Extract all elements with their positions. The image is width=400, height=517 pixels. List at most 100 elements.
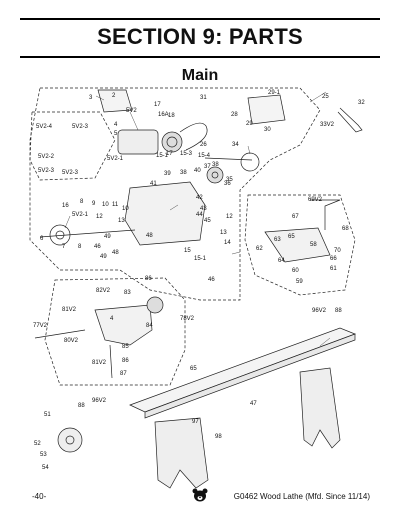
callout-label: 17 xyxy=(154,102,161,108)
callout-label: 54 xyxy=(42,465,49,471)
speed-bracket xyxy=(247,94,286,125)
callout-label: 38 xyxy=(212,162,219,168)
callout-label: 15-4 xyxy=(198,153,211,159)
callout-label: 97 xyxy=(192,419,199,425)
callout-label: 44 xyxy=(196,212,203,218)
callout-label: 59 xyxy=(296,279,303,285)
right-leg xyxy=(299,367,341,449)
callout-label: 51 xyxy=(44,412,51,418)
callout-label: 46 xyxy=(94,244,101,250)
callout-label: 16A xyxy=(158,112,169,118)
callout-label: 15-1 xyxy=(156,153,169,159)
callout-label: 13 xyxy=(220,230,227,236)
callout-label: 30 xyxy=(264,127,271,133)
model-info: G0462 Wood Lathe (Mfd. Since 11/14) xyxy=(233,492,370,501)
callout-label: 5 xyxy=(114,131,118,137)
tool-rest xyxy=(310,199,341,230)
callout-label: 31 xyxy=(200,95,207,101)
bear-logo-icon xyxy=(192,488,208,502)
callout-label: 52 xyxy=(34,441,41,447)
top-rule xyxy=(20,18,380,20)
callout-label: 2 xyxy=(112,93,116,99)
callout-label: 28 xyxy=(231,112,238,118)
callout-label: 46 xyxy=(208,277,215,283)
callout-label: 8 xyxy=(80,199,84,205)
callout-label: 83 xyxy=(124,290,131,296)
callout-label: 5V2-3 xyxy=(38,168,55,174)
callout-label: 86 xyxy=(145,276,152,282)
callout-label: 5V2-3 xyxy=(62,170,79,176)
callout-label: 65 xyxy=(190,366,197,372)
callout-label: 15-3 xyxy=(180,151,193,157)
callout-label: 26 xyxy=(200,142,207,148)
callout-label: 5V2-3 xyxy=(72,124,89,130)
callout-label: 96V2 xyxy=(312,308,327,314)
banjo-gear xyxy=(146,296,164,314)
callout-label: 84 xyxy=(146,323,153,329)
callout-label: 38 xyxy=(180,170,187,176)
callout-label: 88 xyxy=(335,308,342,314)
callout-label: 10 xyxy=(102,202,109,208)
callout-label: 78V2 xyxy=(180,316,195,322)
headstock xyxy=(124,181,206,246)
callout-label: 62 xyxy=(256,246,263,252)
callout-label: 8 xyxy=(78,244,82,250)
banjo xyxy=(94,304,153,346)
callout-label: 48 xyxy=(112,250,119,256)
callout-label: 48 xyxy=(146,233,153,239)
callout-label: 18 xyxy=(168,113,175,119)
callout-label: 67 xyxy=(292,214,299,220)
callout-label: 12 xyxy=(226,214,233,220)
callout-label: 61 xyxy=(330,266,337,272)
callout-label: 25 xyxy=(322,94,329,100)
callout-label: 29-1 xyxy=(268,90,281,96)
callout-label: 36 xyxy=(224,181,231,187)
callout-label: 88 xyxy=(78,403,85,409)
callout-label: 68 xyxy=(342,226,349,232)
diagram-title: Main xyxy=(181,67,219,84)
callout-label: 85 xyxy=(122,344,129,350)
motor-body xyxy=(117,129,159,155)
callout-label: 81V2 xyxy=(62,307,77,313)
tailstock-body xyxy=(264,227,331,263)
callout-label: 42 xyxy=(196,195,203,201)
callout-label: 64 xyxy=(278,258,285,264)
callout-label: 32 xyxy=(358,100,365,106)
callout-label: 34 xyxy=(232,142,239,148)
callout-label: 53 xyxy=(40,452,47,458)
callout-label: 15-1 xyxy=(194,256,207,262)
wrench xyxy=(337,107,363,133)
headstock-pulley xyxy=(206,166,224,184)
callout-label: 40 xyxy=(194,168,201,174)
title-rule xyxy=(20,56,380,58)
callout-label: 4 xyxy=(110,316,114,322)
banjo-lever xyxy=(34,329,86,339)
callout-label: 5V2-1 xyxy=(107,156,124,162)
callout-label: 12 xyxy=(96,214,103,220)
callout-label: 37 xyxy=(204,164,211,170)
motor-pulley xyxy=(161,131,183,153)
callout-label: 9 xyxy=(92,201,96,207)
callout-label: 77V2 xyxy=(33,323,48,329)
callout-label: 96V2 xyxy=(92,398,107,404)
tailstock-group-outline xyxy=(244,194,356,296)
callout-label: 41 xyxy=(150,181,157,187)
drive-shaft xyxy=(39,229,136,238)
callout-label: 10 xyxy=(122,206,129,212)
callout-label: 81V2 xyxy=(92,360,107,366)
motor-cover xyxy=(97,89,133,113)
callout-label: 43 xyxy=(200,206,207,212)
callout-label: 16 xyxy=(62,203,69,209)
handwheel xyxy=(240,152,260,172)
callout-label: 17 xyxy=(166,151,173,157)
faceplate xyxy=(57,427,83,453)
callout-label: 80V2 xyxy=(64,338,79,344)
callout-label: 70 xyxy=(334,248,341,254)
callout-label: 7 xyxy=(62,244,66,250)
callout-label: 87 xyxy=(120,371,127,377)
section-title: SECTION 9: PARTS xyxy=(97,24,303,49)
callout-label: 35 xyxy=(226,177,233,183)
callout-label: 15 xyxy=(184,248,191,254)
